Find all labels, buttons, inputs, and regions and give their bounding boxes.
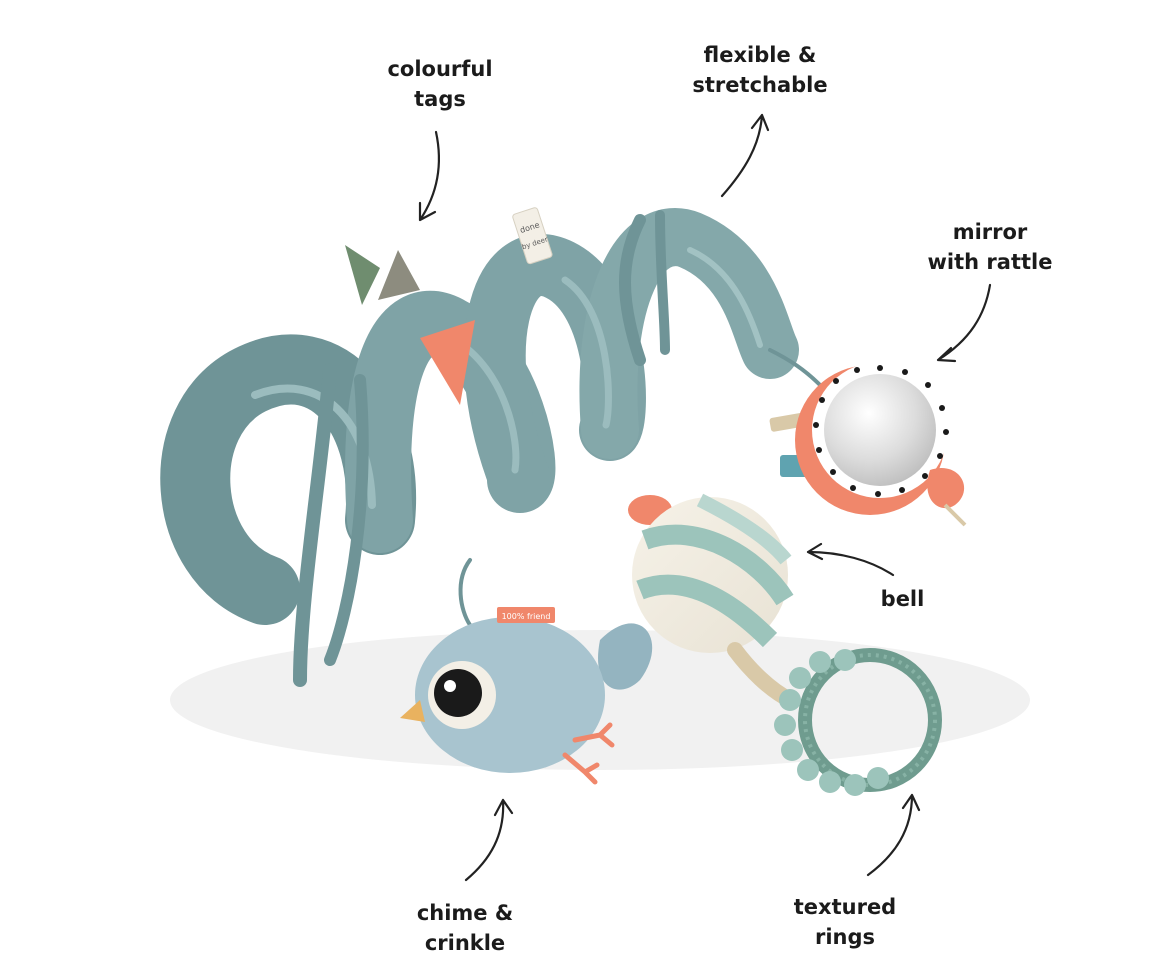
textured-rings — [774, 648, 942, 796]
arrow-bell — [806, 542, 895, 577]
label-mirror-line2: with rattle — [927, 250, 1053, 274]
label-bell-line1: bell — [880, 587, 925, 611]
label-mirror-line1: mirror — [952, 220, 1028, 244]
label-mirror-rattle: mirror with rattle — [915, 217, 1065, 277]
bird-tag — [497, 607, 555, 623]
label-textured-line1: textured — [793, 895, 897, 919]
label-flexible-line2: stretchable — [692, 73, 828, 97]
label-chime-crinkle: chime & crinkle — [400, 898, 530, 958]
mirror-rattle — [769, 362, 967, 527]
arrow-chime — [464, 798, 514, 882]
arrow-mirror — [936, 283, 992, 363]
label-textured-rings: textured rings — [780, 892, 910, 952]
coral-ear-tag — [420, 320, 475, 405]
label-colourful-tags-line1: colourful — [387, 57, 493, 81]
ribbons — [293, 210, 822, 687]
label-flexible-line1: flexible & — [703, 43, 817, 67]
callout-arrows — [418, 113, 992, 882]
arrow-colourful-tags — [418, 130, 441, 222]
label-textured-line2: rings — [814, 925, 876, 949]
grey-ear-tag — [378, 250, 420, 300]
label-colourful-tags-line2: tags — [414, 87, 466, 111]
bird-plush: 100% friend — [400, 607, 653, 785]
spiral-body — [160, 208, 799, 625]
label-bell: bell — [860, 584, 945, 614]
label-chime-line2: crinkle — [424, 931, 506, 955]
label-chime-line1: chime & — [416, 901, 514, 925]
brand-tag: done by deer — [512, 207, 553, 265]
label-colourful-tags: colourful tags — [375, 54, 505, 114]
arrow-textured — [866, 793, 921, 877]
green-ear-tag — [345, 245, 380, 305]
bird-tag-text: 100% friend — [502, 612, 551, 621]
arrow-flexible — [720, 113, 770, 198]
label-flexible-stretchable: flexible & stretchable — [680, 40, 840, 100]
